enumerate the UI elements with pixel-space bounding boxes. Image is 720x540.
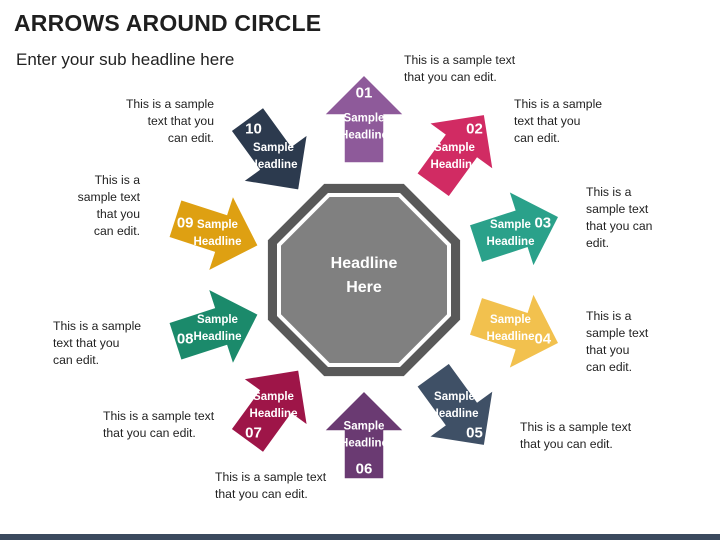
arrow-05-number: 05 (466, 425, 483, 442)
arrow-10-headline-line2: Headline (250, 159, 298, 171)
arrow-04-headline-line2: Headline (487, 331, 535, 343)
arrow-shape-01 (322, 73, 406, 164)
bottom-accent-bar (0, 534, 720, 540)
arrow-02-headline-line1: Sample (434, 142, 475, 154)
note-05: This is a sample text that you can edit. (520, 420, 632, 451)
note-08: This is a sample text that you can edit. (53, 319, 142, 367)
arrow-shape-08 (167, 287, 260, 367)
arrow-shape-04 (468, 290, 561, 371)
arrow-10-headline-line1: Sample (253, 142, 294, 154)
arrow-shape-10 (229, 106, 309, 192)
note-10: This is a sample text that you can edit. (125, 97, 214, 145)
arrow-06-headline-line1: Sample (344, 421, 385, 433)
arrow-08-number: 08 (177, 331, 194, 348)
note-09: This is a sample text that you can edit. (77, 173, 140, 238)
arrow-shape-05 (415, 361, 495, 447)
center-headline-line1: Headline (331, 255, 398, 272)
arrow-06-number: 06 (356, 461, 373, 478)
arrow-08-headline-line2: Headline (194, 331, 242, 343)
page-subtitle: Enter your sub headline here (16, 50, 235, 69)
note-01: This is a sample text that you can edit. (404, 53, 516, 84)
arrow-01-headline-line1: Sample (344, 113, 385, 125)
arrow-01-headline-line2: Headline (340, 130, 388, 142)
center-headline-line2: Here (346, 279, 382, 296)
arrow-02-number: 02 (466, 120, 483, 137)
note-04: This is a sample text that you can edit. (586, 309, 649, 374)
arrow-shape-07 (229, 368, 309, 454)
arrow-02-headline-line2: Headline (431, 159, 479, 171)
note-07: This is a sample text that you can edit. (103, 409, 215, 440)
note-03: This is a sample text that you can edit. (586, 185, 653, 250)
arrow-05-headline-line2: Headline (431, 408, 479, 420)
arrow-09-headline-line1: Sample (197, 219, 238, 231)
arrow-06-headline-line2: Headline (340, 438, 388, 450)
arrow-04-number: 04 (534, 331, 551, 348)
arrow-08-headline-line1: Sample (197, 314, 238, 326)
note-06: This is a sample text that you can edit. (215, 470, 327, 501)
arrow-10-number: 10 (245, 120, 262, 137)
arrow-07-headline-line1: Sample (253, 391, 294, 403)
arrow-03-number: 03 (534, 214, 551, 231)
arrow-shape-03 (468, 189, 561, 270)
arrow-07-number: 07 (245, 425, 262, 442)
arrow-04-headline-line1: Sample (490, 314, 531, 326)
arrow-07-headline-line2: Headline (250, 408, 298, 420)
arrow-03-headline-line2: Headline (487, 236, 535, 248)
arrow-05-headline-line1: Sample (434, 391, 475, 403)
center-octagon (277, 193, 451, 367)
note-02: This is a sample text that you can edit. (514, 97, 603, 145)
arrow-01-number: 01 (356, 85, 373, 102)
arrow-03-headline-line1: Sample (490, 219, 531, 231)
arrow-09-number: 09 (177, 214, 194, 231)
arrow-09-headline-line2: Headline (194, 236, 242, 248)
arrow-shape-02 (415, 113, 495, 199)
page-title: ARROWS AROUND CIRCLE (14, 10, 322, 36)
arrow-shape-06 (322, 389, 406, 480)
arrow-shape-09 (167, 193, 260, 273)
